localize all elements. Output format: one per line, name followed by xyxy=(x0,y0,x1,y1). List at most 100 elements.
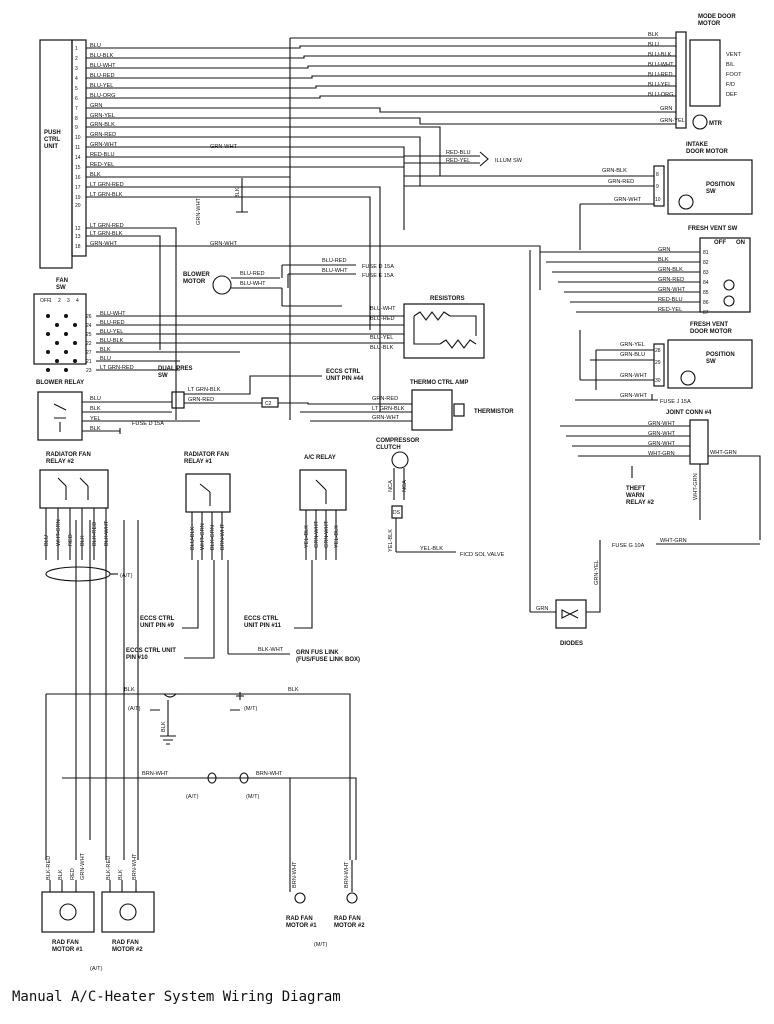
mdm-wire-label: GRN xyxy=(660,106,672,112)
mdm-wire-label: BLU-YEL xyxy=(648,82,671,88)
mdm-wire-label: GRN-YEL xyxy=(660,118,685,124)
svg-text:BLK: BLK xyxy=(90,426,101,432)
svg-text:YEL-BLK: YEL-BLK xyxy=(420,546,443,552)
svg-text:YEL-BLK: YEL-BLK xyxy=(388,529,394,552)
svg-text:BLU-WHT: BLU-WHT xyxy=(240,281,266,287)
grn-fus-link: GRN FUS LINK(FUS/FUSE LINK BOX) xyxy=(296,650,360,663)
blower-relay-title: BLOWER RELAY xyxy=(36,380,84,386)
fan-sw-contact xyxy=(73,359,77,363)
svg-text:WHT-GRN: WHT-GRN xyxy=(660,538,687,544)
mdm-position: B/L xyxy=(726,62,734,68)
pcu-wire-label: GRN-BLK xyxy=(90,122,115,128)
relay-wire-label: BLK xyxy=(80,535,86,546)
diodes-label: DIODES xyxy=(560,641,583,647)
fan-sw-contact xyxy=(64,368,68,372)
svg-text:LT GRN-BLK: LT GRN-BLK xyxy=(188,387,221,393)
fan-sw-contact xyxy=(73,341,77,345)
svg-text:FUSE G 10A: FUSE G 10A xyxy=(612,543,645,549)
fan-sw-pin: 23 xyxy=(86,368,92,374)
intake-wire-1: GRN-BLK xyxy=(602,168,627,174)
pcu-mode-wire xyxy=(86,75,676,79)
svg-text:NCA: NCA xyxy=(388,480,394,492)
svg-text:BLK: BLK xyxy=(90,406,101,412)
svg-text:YEL: YEL xyxy=(90,416,101,422)
fan-sw-contact xyxy=(73,323,77,327)
thermo-ctrl-amp-title: THERMO CTRL AMP xyxy=(410,380,468,386)
mdm-wire-label: BLU xyxy=(648,42,659,48)
jc-wire-label: GRN-WHT xyxy=(648,431,676,437)
fan-sw-col: 2 xyxy=(58,298,61,304)
joint-conn-title: JOINT CONN #4 xyxy=(666,410,712,416)
svg-text:BLU-RED: BLU-RED xyxy=(240,271,265,277)
pcu-wire-label: BLU-YEL xyxy=(90,83,113,89)
svg-text:GRN-WHT: GRN-WHT xyxy=(210,241,238,247)
svg-text:BLU-RED: BLU-RED xyxy=(322,258,347,264)
fuse-d-label: FUSE D 15A xyxy=(362,264,394,270)
fan-sw-pin: 25 xyxy=(86,332,92,338)
pcu-wire-label: LT GRN-RED xyxy=(90,223,124,229)
pcu-mode-wire xyxy=(86,107,676,113)
svg-text:GRN-RED: GRN-RED xyxy=(372,396,398,402)
svg-text:BLU-YEL: BLU-YEL xyxy=(370,335,393,341)
fvs-pin: 84 xyxy=(703,280,709,286)
pcu-mode-wire xyxy=(289,37,676,420)
pcu-mode-wire xyxy=(86,85,676,89)
fan-sw-wire-label: BLU-RED xyxy=(100,320,125,326)
fan-sw-wire-label: BLU-WHT xyxy=(100,311,126,317)
pcu-wire-label: LT GRN-BLK xyxy=(90,192,123,198)
svg-text:GRN-BLU: GRN-BLU xyxy=(620,352,645,358)
pcu-wire-label: GRN-YEL xyxy=(90,113,115,119)
pcu-pin-20: 20 xyxy=(75,203,81,209)
fuse-j-label: FUSE J 15A xyxy=(660,399,691,405)
svg-text:GRN: GRN xyxy=(536,606,548,612)
relay-wire-label: WHT-GRN xyxy=(56,519,62,546)
pcu-pin-9: 9 xyxy=(75,125,78,131)
relay-wire-label: WHT-GRN xyxy=(200,523,206,550)
diodes: DIODES GRN GRN-YEL xyxy=(529,250,601,647)
fan-sw-wire-label: BLU-BLK xyxy=(100,338,124,344)
fan-sw-contact xyxy=(55,323,59,327)
pcu-mode-wire xyxy=(86,55,676,59)
svg-text:GRN-WHT: GRN-WHT xyxy=(372,415,400,421)
fan-sw-pin: 26 xyxy=(86,314,92,320)
fvs-pin: 82 xyxy=(703,260,709,266)
ground-network: BLK BLK BLK (A/T) (M/T) BRN-WHT BRN-WHT … xyxy=(45,520,357,860)
svg-text:BLU-WHT: BLU-WHT xyxy=(370,306,396,312)
fvs-wire-label: GRN-BLK xyxy=(658,267,683,273)
pcu-wire-label: GRN-WHT xyxy=(90,241,118,247)
svg-text:BLK: BLK xyxy=(161,721,167,732)
fan-sw-contact xyxy=(46,350,50,354)
fvs-pin: 81 xyxy=(703,250,709,256)
svg-text:BRN-WHT: BRN-WHT xyxy=(256,771,283,777)
fvs-pin: 86 xyxy=(703,300,709,306)
svg-text:10: 10 xyxy=(655,197,661,203)
illum-wire-1: RED-BLU xyxy=(446,150,471,156)
pcu-pin-14: 14 xyxy=(75,155,81,161)
fvs-wire-label: RED-BLU xyxy=(658,297,683,303)
mdm-wire-label: BLU-BLK xyxy=(648,52,672,58)
fvs-pin: 83 xyxy=(703,270,709,276)
svg-text:BLK: BLK xyxy=(58,869,64,880)
svg-text:(M/T): (M/T) xyxy=(244,706,257,712)
pcu-wire-label: BLU-WHT xyxy=(90,63,116,69)
fuse-g: FUSE G 10A WHT-GRN xyxy=(612,538,760,549)
svg-text:DS: DS xyxy=(393,510,401,516)
mode-door-motor-mtr: MTR xyxy=(709,121,723,127)
